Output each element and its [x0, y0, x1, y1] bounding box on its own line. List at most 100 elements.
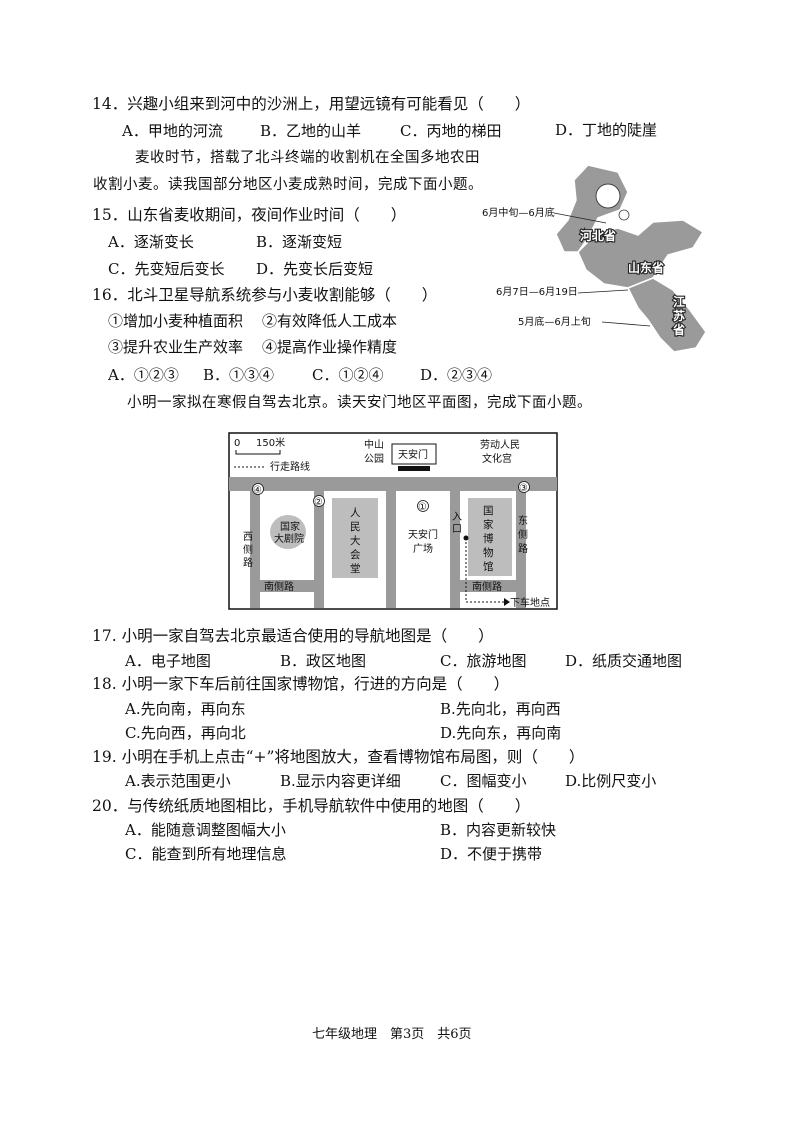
q18-option-d[interactable]: D.先向东，再向南: [440, 724, 562, 742]
hall-label-4: 会: [350, 548, 361, 561]
q16-statement-3: ③提升农业生产效率: [108, 338, 244, 356]
intro1-line2: 收割小麦。读我国部分地区小麦成熟时间，完成下面小题。: [93, 177, 483, 193]
laodong-palace-label-2: 文化宫: [482, 452, 512, 465]
east-side-road-label-1: 东: [518, 514, 528, 527]
province-map: 6月中旬—6月底 6月7日—6月19日 5月底—6月上旬 河北省 山东省 江 苏…: [482, 164, 707, 353]
q17-option-a[interactable]: A．电子地图: [125, 652, 211, 670]
hall-label-5: 堂: [350, 563, 361, 575]
south-road-east: [460, 580, 516, 592]
walking-route: [465, 538, 506, 603]
museum-block: [468, 498, 512, 576]
q20-option-d[interactable]: D．不便于携带: [440, 845, 543, 863]
q18-option-a[interactable]: A.先向南，再向东: [125, 700, 246, 718]
svg-text:③: ③: [519, 483, 528, 494]
q15-option-c[interactable]: C．先变短后变长: [108, 260, 225, 278]
svg-text:②: ②: [314, 497, 323, 508]
q17-stem: 17. 小明一家自驾去北京最适合使用的导航地图是（ ）: [92, 627, 494, 645]
q19-stem: 19. 小明在手机上点击“+”将地图放大，查看博物馆布局图，则（ ）: [92, 748, 585, 766]
zhongshan-park-label-2: 公园: [364, 453, 384, 465]
east-side-road-label-3: 路: [518, 542, 528, 555]
theater-label-1: 国家: [280, 520, 300, 533]
q15-option-a[interactable]: A．逐渐变长: [108, 233, 194, 251]
drop-off-label: 下车地点: [510, 596, 550, 609]
page-footer: 七年级地理 第3页 共6页: [312, 1027, 472, 1042]
theater-label-2: 大剧院: [274, 532, 304, 545]
q15-option-d[interactable]: D．先变长后变短: [256, 260, 374, 278]
intro2: 小明一家拟在寒假自驾去北京。读天安门地区平面图，完成下面小题。: [127, 395, 592, 411]
south-side-road-east-label: 南侧路: [472, 580, 502, 593]
q20-option-a[interactable]: A．能随意调整图幅大小: [125, 821, 286, 839]
shandong-region: [577, 219, 705, 289]
square-label-2: 广场: [413, 542, 433, 555]
hall-label-2: 民: [350, 521, 361, 533]
q16-option-a[interactable]: A．①②③: [108, 366, 179, 384]
mid-east-road: [450, 491, 460, 608]
shandong-time: 6月7日—6月19日: [496, 286, 578, 298]
q17-option-b[interactable]: B．政区地图: [280, 652, 367, 670]
jiangsu-time: 5月底—6月上旬: [518, 315, 591, 328]
entrance-label-1: 入: [452, 512, 462, 523]
walking-route-legend: 行走路线: [270, 460, 310, 473]
national-theater: [270, 515, 306, 549]
great-hall-block: [332, 498, 378, 578]
q17-option-c[interactable]: C．旅游地图: [440, 652, 527, 670]
jiangsu-label-1: 江: [673, 294, 685, 309]
marker-3: ③: [518, 481, 530, 494]
q16-statement-2: ②有效降低人工成本: [262, 312, 398, 330]
q14-option-d[interactable]: D．丁地的陡崖: [555, 121, 658, 139]
q16-statement-4: ④提高作业操作精度: [262, 338, 398, 356]
q14-option-a[interactable]: A．甲地的河流: [122, 122, 223, 140]
q17-option-d[interactable]: D．纸质交通地图: [565, 652, 683, 670]
square-block: [400, 494, 446, 604]
q19-option-c[interactable]: C．图幅变小: [440, 772, 527, 790]
west-side-road-label-2: 侧: [243, 543, 253, 556]
q16-option-b[interactable]: B．①③④: [203, 366, 275, 384]
laodong-palace-label-1: 劳动人民: [480, 438, 520, 451]
q19-option-b[interactable]: B.显示内容更详细: [280, 772, 401, 790]
q14-option-b[interactable]: B．乙地的山羊: [260, 122, 362, 140]
museum-label-2: 家: [483, 518, 494, 531]
tiananmen-label: 天安门: [398, 448, 428, 461]
jiangsu-label-2: 苏: [673, 308, 685, 323]
mid-west-road: [314, 491, 324, 608]
q16-stem: 16．北斗卫星导航系统参与小麦收割能够（ ）: [92, 286, 438, 304]
svg-text:①: ①: [418, 502, 427, 513]
q20-stem: 20．与传统纸质地图相比，手机导航软件中使用的地图（ ）: [92, 797, 531, 815]
scale-distance: 150米: [256, 436, 285, 449]
west-road: [250, 491, 260, 608]
q14-option-c[interactable]: C．丙地的梯田: [400, 122, 502, 140]
intro1-line1: 麦收时节，搭载了北斗终端的收割机在全国多地农田: [135, 150, 480, 166]
q14-stem: 14．兴趣小组来到河中的沙洲上，用望远镜有可能看见（ ）: [92, 95, 531, 113]
q15-stem: 15．山东省麦收期间，夜间作业时间（ ）: [92, 206, 407, 224]
mid-road: [386, 491, 396, 608]
q19-option-a[interactable]: A.表示范围更小: [125, 772, 231, 790]
tianjin-area: [618, 209, 630, 221]
q19-option-d[interactable]: D.比例尺变小: [565, 772, 657, 790]
south-side-road-west-label: 南侧路: [264, 580, 294, 593]
q18-option-b[interactable]: B.先向北，再向西: [440, 700, 561, 718]
q15-option-b[interactable]: B．逐渐变短: [256, 233, 343, 251]
q18-option-c[interactable]: C.先向西，再向北: [125, 724, 246, 742]
museum-label-5: 馆: [483, 560, 494, 573]
tiananmen-gate: [391, 443, 437, 465]
q16-option-d[interactable]: D．②③④: [420, 366, 493, 384]
q20-option-b[interactable]: B．内容更新较快: [440, 821, 557, 839]
museum-label-4: 物: [483, 546, 494, 559]
q16-option-c[interactable]: C．①②④: [312, 366, 384, 384]
q20-option-c[interactable]: C．能查到所有地理信息: [125, 845, 287, 863]
q16-statement-1: ①增加小麦种植面积: [108, 312, 244, 330]
hebei-label: 河北省: [579, 228, 616, 243]
jiangsu-region: [626, 277, 707, 353]
shandong-label: 山东省: [628, 260, 664, 275]
south-road-west: [260, 580, 314, 592]
hall-label-3: 大: [350, 534, 361, 547]
zhongshan-park-label-1: 中山: [364, 438, 384, 451]
beijing-area: [595, 183, 621, 209]
scale-bar: [235, 450, 281, 455]
west-side-road-label-3: 路: [243, 556, 253, 569]
square-label-1: 天安门: [408, 528, 438, 541]
entrance-label-2: 口: [452, 524, 462, 535]
east-side-road-label-2: 侧: [518, 528, 528, 541]
marker-4: ④: [252, 483, 264, 496]
tiananmen-area-map: 0 150米 行走路线 中山 公园 天安门 劳动人民 文化宫 ④ ② ① ③ 国…: [228, 432, 558, 610]
